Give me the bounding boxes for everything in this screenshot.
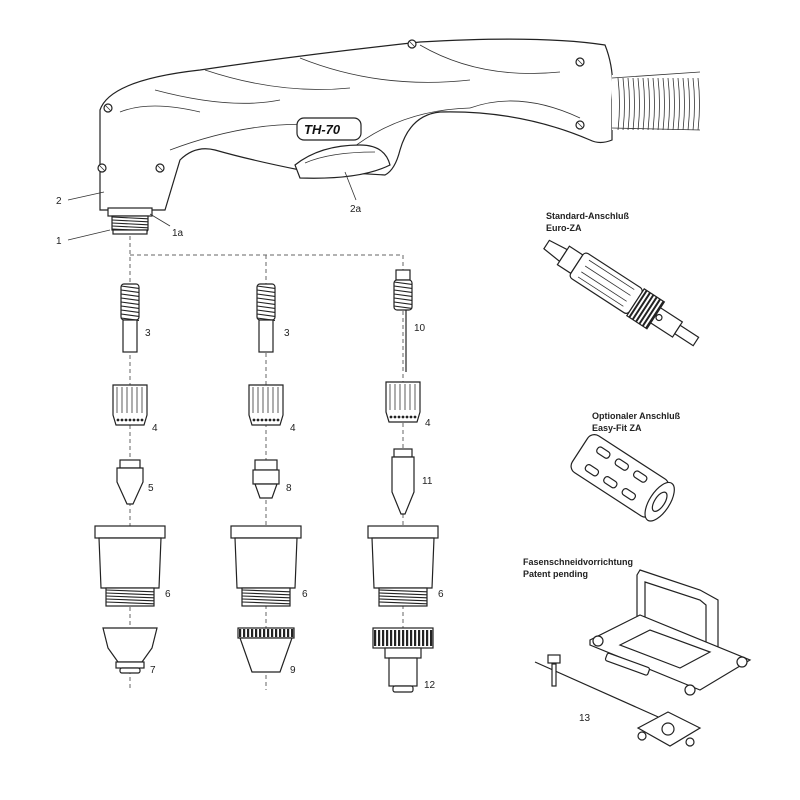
screw-icon — [97, 39, 585, 173]
callout-col3-6: 6 — [438, 589, 444, 600]
nozzle-holder-cap — [230, 525, 302, 607]
model-label: TH-70 — [304, 122, 341, 137]
nozzle-holder-cap — [367, 525, 439, 607]
standard-connector-title: Standard-Anschluß — [546, 211, 630, 221]
callout-col2-8: 8 — [286, 483, 292, 494]
callout-col1-4: 4 — [152, 423, 158, 434]
callout-col1-5: 5 — [148, 483, 154, 494]
callout-2a: 2a — [350, 204, 362, 215]
callout-col1-7: 7 — [150, 665, 156, 676]
callout-col3-4: 4 — [425, 418, 431, 429]
callout-col2-9: 9 — [290, 665, 296, 676]
nozzle-holder-cap — [94, 525, 166, 607]
consumable-columns — [94, 269, 439, 693]
electrode — [120, 283, 140, 353]
callout-col1-3: 3 — [145, 328, 151, 339]
long-contact-tip — [391, 448, 415, 515]
callout-col3-10: 10 — [414, 323, 426, 334]
callout-col3-12: 12 — [424, 680, 436, 691]
optional-connector-title: Optionaler Anschluß — [592, 411, 681, 421]
callout-2: 2 — [56, 196, 62, 207]
callout-13: 13 — [579, 713, 591, 724]
bevel-cutting-device — [534, 569, 752, 747]
callout-col2-6: 6 — [302, 589, 308, 600]
trigger — [294, 144, 391, 179]
long-electrode — [393, 269, 413, 372]
callout-1a: 1a — [172, 228, 184, 239]
callout-col2-3: 3 — [284, 328, 290, 339]
bevel-device-title: Fasenschneidvorrichtung — [523, 557, 633, 567]
callout-col3-11: 11 — [422, 476, 433, 487]
nozzle — [102, 627, 158, 674]
electrode — [256, 283, 276, 353]
head-thread — [111, 215, 149, 232]
swirl-ring — [248, 384, 284, 426]
model-badge — [296, 117, 362, 141]
spacer-nozzle — [372, 627, 434, 693]
torch-body: TH-70 — [97, 38, 701, 235]
callout-col1-6: 6 — [165, 589, 171, 600]
contact-tip — [252, 459, 280, 499]
optional-connector-subtitle: Easy-Fit ZA — [592, 423, 642, 433]
bevel-device-subtitle: Patent pending — [523, 569, 588, 579]
easy-fit-connector — [570, 434, 675, 522]
callout-col2-4: 4 — [290, 423, 296, 434]
swirl-ring — [112, 384, 148, 426]
callout-1: 1 — [56, 236, 62, 247]
standard-connector-subtitle: Euro-ZA — [546, 223, 582, 233]
contact-tip — [116, 459, 144, 505]
euro-za-connector — [543, 239, 700, 347]
swirl-ring — [385, 381, 421, 423]
bevel-nozzle — [237, 627, 295, 673]
cable-hose — [611, 71, 701, 131]
